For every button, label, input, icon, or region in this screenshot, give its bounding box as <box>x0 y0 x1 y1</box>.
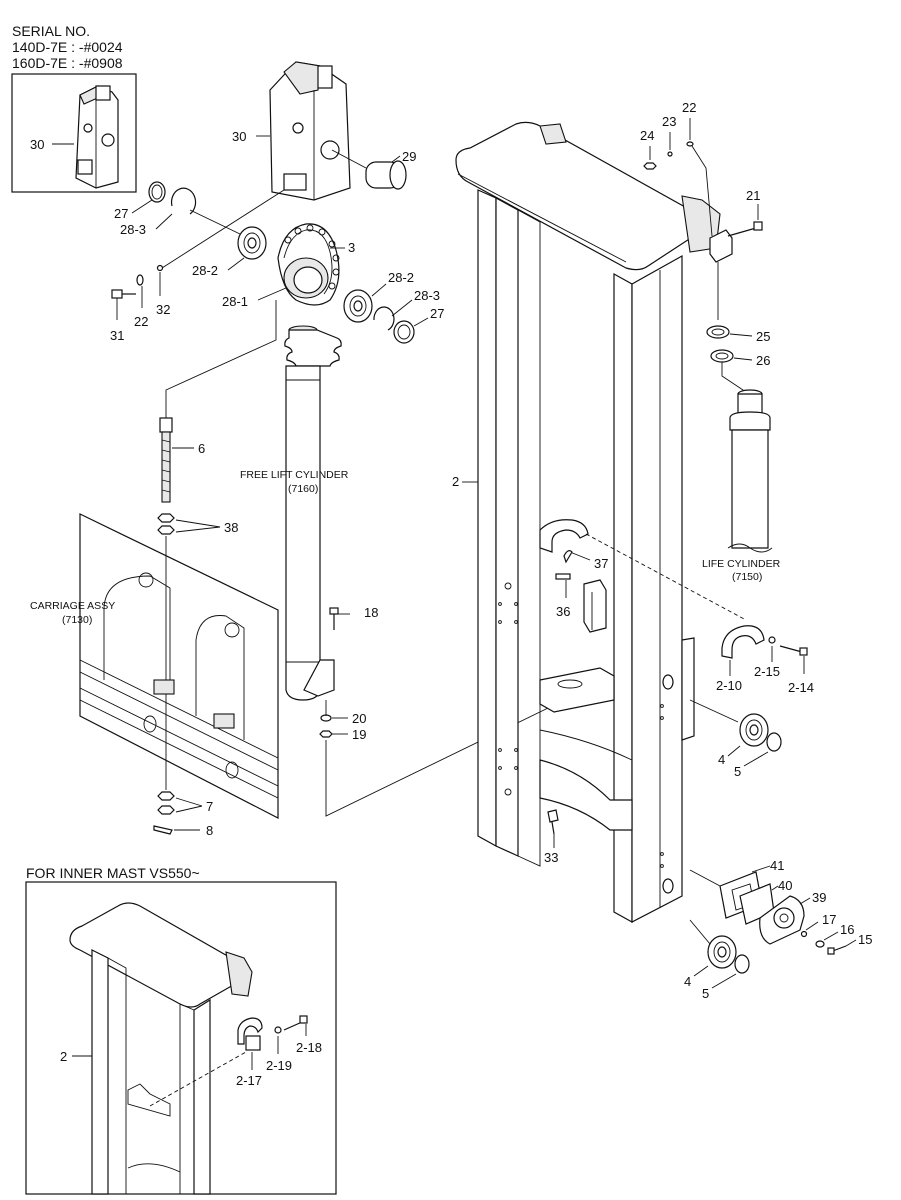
label-38: 38 <box>224 520 238 535</box>
free-lift-cylinder: 18 FREE LIFT CYLINDER (7160) 20 19 <box>240 325 593 817</box>
label-40: 40 <box>778 878 792 893</box>
life-cyl-caption-1: LIFE CYLINDER <box>702 558 781 570</box>
label-25: 25 <box>756 329 770 344</box>
label-21: 21 <box>746 188 760 203</box>
label-30-inset: 30 <box>30 137 44 152</box>
label-28-2-left: 28-2 <box>192 263 218 278</box>
label-41: 41 <box>770 858 784 873</box>
label-2-19: 2-19 <box>266 1058 292 1073</box>
label-5-lower: 5 <box>702 986 709 1001</box>
label-28-3-left: 28-3 <box>120 222 146 237</box>
label-2-17: 2-17 <box>236 1073 262 1088</box>
inset-frame <box>11 73 137 193</box>
label-7: 7 <box>206 799 213 814</box>
inset-old-bracket: 30 <box>11 73 137 193</box>
label-4-upper: 4 <box>718 752 725 767</box>
label-30: 30 <box>232 129 246 144</box>
label-23: 23 <box>662 114 676 129</box>
inner-mast-inset: FOR INNER MAST VS550~ 2-17 2-19 2-18 2 <box>25 865 337 1195</box>
label-39: 39 <box>812 890 826 905</box>
carriage-caption-1: CARRIAGE ASSY <box>30 600 115 612</box>
label-29: 29 <box>402 149 416 164</box>
label-8: 8 <box>206 823 213 838</box>
label-27-right: 27 <box>430 306 444 321</box>
label-33: 33 <box>544 850 558 865</box>
label-5-upper: 5 <box>734 764 741 779</box>
label-32: 32 <box>156 302 170 317</box>
top-bracket-assembly: 30 29 27 28-3 28-2 <box>110 61 444 344</box>
label-28-1: 28-1 <box>222 294 248 309</box>
chain-sprocket <box>277 223 340 306</box>
label-17: 17 <box>822 912 836 927</box>
label-19: 19 <box>352 727 366 742</box>
life-cylinder: LIFE CYLINDER (7150) <box>702 389 781 583</box>
bracket-30-old-drawing <box>75 85 119 189</box>
free-lift-caption-1: FREE LIFT CYLINDER <box>240 469 349 481</box>
label-20: 20 <box>352 711 366 726</box>
carriage-panel <box>79 513 279 819</box>
label-22-left: 22 <box>134 314 148 329</box>
serial-line-2: 160D-7E : -#0908 <box>12 55 123 71</box>
carriage-assy: CARRIAGE ASSY (7130) 7 8 <box>30 513 279 838</box>
label-26: 26 <box>756 353 770 368</box>
label-2-inset: 2 <box>60 1049 67 1064</box>
label-4-lower: 4 <box>684 974 691 989</box>
serial-number-header: SERIAL NO. 140D-7E : -#0024 160D-7E : -#… <box>12 23 123 71</box>
label-36: 36 <box>556 604 570 619</box>
label-28-3-right: 28-3 <box>414 288 440 303</box>
label-37: 37 <box>594 556 608 571</box>
label-2: 2 <box>452 474 459 489</box>
label-22-top: 22 <box>682 100 696 115</box>
label-2-18: 2-18 <box>296 1040 322 1055</box>
label-16: 16 <box>840 922 854 937</box>
label-24: 24 <box>640 128 654 143</box>
life-cyl-caption-2: (7150) <box>732 571 762 583</box>
label-2-10: 2-10 <box>716 678 742 693</box>
label-2-14: 2-14 <box>788 680 814 695</box>
carriage-caption-2: (7130) <box>62 614 92 626</box>
label-18: 18 <box>364 605 378 620</box>
anchor-bolt-6: 6 38 <box>157 300 277 790</box>
main-mast: 2 24 23 22 21 25 26 <box>452 100 770 924</box>
label-27-left: 27 <box>114 206 128 221</box>
label-28-2-right: 28-2 <box>388 270 414 285</box>
label-6: 6 <box>198 441 205 456</box>
label-2-15: 2-15 <box>754 664 780 679</box>
free-lift-caption-2: (7160) <box>288 483 318 495</box>
inner-mast-caption: FOR INNER MAST VS550~ <box>26 865 200 881</box>
clamp-assembly: 37 36 2-10 2-15 2-14 <box>539 519 814 695</box>
lower-right-hardware: 4 5 33 41 40 39 17 16 15 <box>544 699 872 1001</box>
serial-title: SERIAL NO. <box>12 23 90 39</box>
label-15: 15 <box>858 932 872 947</box>
label-3: 3 <box>348 240 355 255</box>
label-31: 31 <box>110 328 124 343</box>
serial-line-1: 140D-7E : -#0024 <box>12 39 123 55</box>
